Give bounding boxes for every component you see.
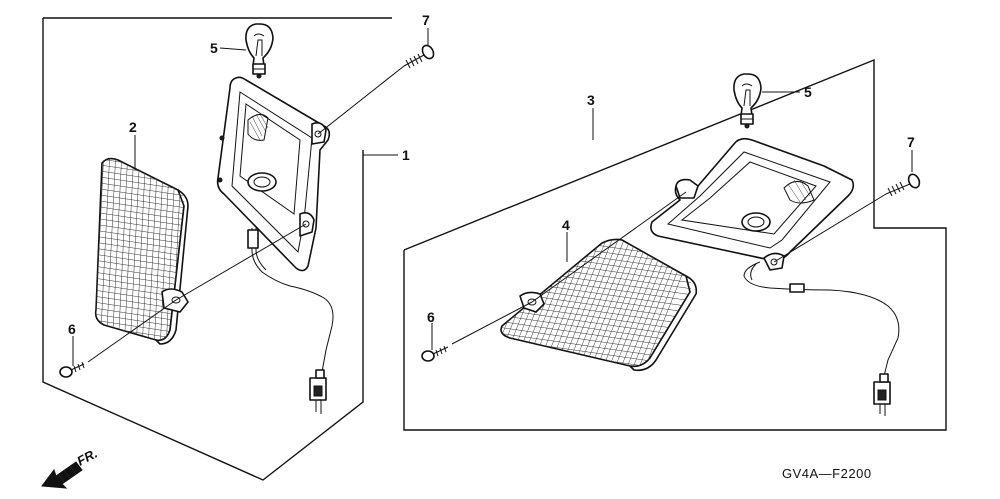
lens-grid-line bbox=[430, 230, 490, 380]
left-screw bbox=[403, 44, 435, 69]
lens-grid-line bbox=[490, 368, 700, 398]
lens-grid-line bbox=[80, 348, 200, 366]
lens-grid-line bbox=[501, 307, 692, 339]
lens-grid-line bbox=[95, 215, 185, 235]
lens-grid-line bbox=[95, 158, 185, 169]
lens-grid-line bbox=[501, 239, 527, 367]
lens-grid-line bbox=[123, 158, 135, 341]
callout-6-right: 6 bbox=[427, 309, 435, 325]
right-screw-small bbox=[421, 345, 449, 362]
callout-5-left: 5 bbox=[210, 40, 218, 56]
lens-grid-line bbox=[80, 342, 200, 360]
diagram-code: GV4A—F2200 bbox=[782, 466, 872, 481]
callout-3: 3 bbox=[587, 92, 595, 108]
left-screw-small bbox=[59, 361, 85, 378]
lens-grid-line bbox=[436, 230, 496, 380]
lens-grid-line bbox=[490, 374, 700, 404]
callout-numbers: 5 7 2 1 6 3 5 7 4 6 bbox=[68, 12, 915, 337]
callout-6-left: 6 bbox=[68, 321, 76, 337]
lens-grid-line bbox=[585, 239, 647, 367]
lens-grid-line bbox=[129, 158, 141, 341]
callout-2: 2 bbox=[129, 119, 137, 135]
left-bulb bbox=[245, 23, 274, 79]
lens-grid-line bbox=[579, 239, 641, 367]
left-lens bbox=[70, 150, 200, 366]
lens-grid-line bbox=[153, 158, 165, 341]
callout-4: 4 bbox=[562, 217, 570, 233]
lens-grid-line bbox=[82, 150, 92, 350]
lens-grid-line bbox=[95, 221, 185, 241]
right-screw bbox=[885, 173, 921, 197]
right-bulb bbox=[733, 73, 762, 129]
right-lens bbox=[430, 230, 700, 410]
lens-grid-line bbox=[95, 158, 99, 341]
lens-grid-line bbox=[490, 380, 700, 410]
lens-grid-line bbox=[501, 239, 515, 367]
lens-grid-line bbox=[105, 158, 117, 341]
lens-grid-line bbox=[135, 158, 147, 341]
right-assembly-frame bbox=[403, 58, 947, 431]
callout-1: 1 bbox=[402, 147, 410, 163]
lens-grid-line bbox=[501, 239, 509, 367]
lens-grid-line bbox=[501, 355, 692, 367]
callout-7-left: 7 bbox=[422, 12, 430, 28]
lens-grid-line bbox=[117, 158, 129, 341]
callout-7-right: 7 bbox=[907, 134, 915, 150]
lens-grid-line bbox=[76, 150, 86, 350]
lens-grid-line bbox=[501, 361, 692, 367]
lens-grid-line bbox=[111, 158, 123, 341]
lens-grid-line bbox=[501, 239, 521, 367]
right-housing bbox=[650, 137, 900, 416]
lens-grid-line bbox=[190, 150, 200, 350]
lens-grid-line bbox=[501, 239, 503, 367]
lens-grid-line bbox=[183, 158, 185, 341]
lens-grid-line bbox=[70, 150, 80, 350]
front-arrow-icon bbox=[41, 461, 83, 489]
left-assembly-frame bbox=[42, 17, 392, 481]
left-housing bbox=[216, 76, 334, 414]
leader-lines bbox=[72, 28, 913, 366]
lens-grid-line bbox=[591, 239, 653, 367]
callout-5-right: 5 bbox=[804, 84, 812, 100]
front-direction-indicator: FR. bbox=[41, 446, 100, 489]
lens-grid-line bbox=[95, 209, 185, 229]
lens-grid-line bbox=[95, 335, 185, 341]
